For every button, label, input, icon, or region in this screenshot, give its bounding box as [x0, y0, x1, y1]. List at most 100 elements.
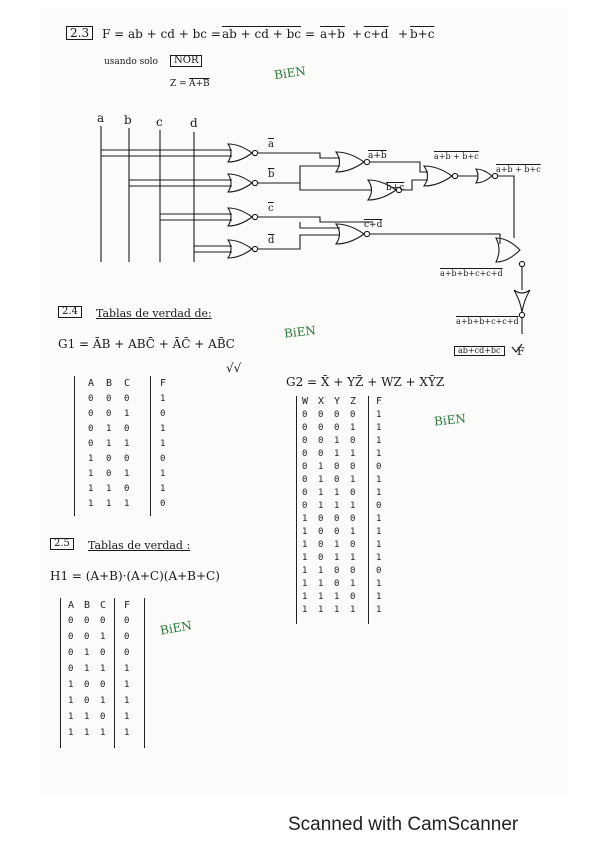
h1-cell-r5-c1: 0 [84, 696, 93, 706]
h1-cell-r5-c3: 1 [124, 696, 133, 706]
h1-cell-r6-c0: 1 [68, 712, 77, 722]
label-c-nor-d: c+d [364, 220, 383, 230]
g2-cell-r4-c4: 0 [376, 462, 385, 472]
nor-label: NOR [170, 55, 203, 67]
label-final-nor: a+b+b+c+c+d [440, 269, 503, 278]
g2-header-z: Z [350, 396, 360, 407]
h1-header-b: B [84, 600, 94, 611]
check-mark: √√ [226, 361, 242, 375]
g2-cell-r8-c4: 1 [376, 514, 385, 524]
g2-cell-r15-c0: 1 [302, 605, 311, 615]
g2-cell-r11-c4: 1 [376, 553, 385, 563]
g2-cell-r15-c1: 1 [318, 605, 327, 615]
h1-cell-r2-c3: 0 [124, 648, 133, 658]
g2-cell-r4-c0: 0 [302, 462, 311, 472]
g2-cell-r9-c3: 1 [350, 527, 359, 537]
exercise-2-5-number: 2.5 [50, 538, 74, 550]
g1-cell-r2-c1: 1 [106, 424, 115, 434]
g2-cell-r0-c2: 0 [334, 410, 343, 420]
g2-cell-r2-c2: 1 [334, 436, 343, 446]
g1-cell-r5-c3: 1 [160, 469, 169, 479]
g2-cell-r9-c2: 0 [334, 527, 343, 537]
g1-cell-r4-c0: 1 [88, 454, 97, 464]
h1-cell-r1-c1: 0 [84, 632, 93, 642]
h1-cell-r3-c3: 1 [124, 664, 133, 674]
input-c: c [156, 115, 163, 129]
g2-cell-r1-c3: 1 [350, 423, 359, 433]
h1-expression: H1 = (A+B)·(A+C)(A+B+C) [50, 569, 220, 583]
g2-cell-r2-c3: 0 [350, 436, 359, 446]
h1-cell-r0-c3: 0 [124, 616, 133, 626]
label-final-inverter: a+b+b+c+c+d [456, 317, 519, 326]
g2-cell-r2-c0: 0 [302, 436, 311, 446]
h1-header-c: C [100, 600, 110, 611]
g2-cell-r5-c0: 0 [302, 475, 311, 485]
g2-cell-r1-c0: 0 [302, 423, 311, 433]
g2-cell-r6-c1: 1 [318, 488, 327, 498]
g2-cell-r15-c4: 1 [376, 605, 385, 615]
g1-cell-r6-c0: 1 [88, 484, 97, 494]
h1-separator [114, 598, 116, 748]
h1-cell-r3-c0: 0 [68, 664, 77, 674]
h1-cell-r3-c2: 1 [100, 664, 109, 674]
h1-cell-r7-c3: 1 [124, 728, 133, 738]
g2-cell-r12-c0: 1 [302, 566, 311, 576]
h1-cell-r3-c1: 1 [84, 664, 93, 674]
g1-header-a: A [88, 378, 98, 389]
g2-cell-r14-c2: 1 [334, 592, 343, 602]
bien-mark-2: BiEN [283, 323, 317, 341]
g1-cell-r2-c3: 1 [160, 424, 169, 434]
g2-cell-r12-c4: 0 [376, 566, 385, 576]
g2-cell-r7-c4: 0 [376, 501, 385, 511]
label-inverted-third: a+b + b+c [496, 165, 541, 174]
g1-separator [150, 376, 152, 516]
g1-cell-r2-c0: 0 [88, 424, 97, 434]
g2-cell-r4-c3: 0 [350, 462, 359, 472]
bien-mark-3: BiEN [433, 411, 467, 429]
g1-cell-r1-c1: 0 [106, 409, 115, 419]
g1-cell-r3-c2: 1 [124, 439, 133, 449]
label-not-a: a [268, 139, 274, 150]
g1-cell-r5-c1: 0 [106, 469, 115, 479]
g2-cell-r11-c3: 1 [350, 553, 359, 563]
exercise-2-3-number: 2.3 [66, 26, 94, 40]
label-third-level: a+b + b+c [434, 152, 479, 161]
result-box: ab+cd+bc [454, 346, 505, 356]
h1-cell-r2-c1: 1 [84, 648, 93, 658]
g1-cell-r7-c0: 1 [88, 499, 97, 509]
h1-cell-r2-c0: 0 [68, 648, 77, 658]
g1-cell-r7-c1: 1 [106, 499, 115, 509]
h1-cell-r7-c0: 1 [68, 728, 77, 738]
h1-cell-r4-c1: 0 [84, 680, 93, 690]
h1-cell-r7-c2: 1 [100, 728, 109, 738]
h1-cell-r0-c2: 0 [100, 616, 109, 626]
g2-cell-r8-c3: 0 [350, 514, 359, 524]
g2-cell-r9-c4: 1 [376, 527, 385, 537]
g1-cell-r0-c0: 0 [88, 394, 97, 404]
g1-header-c: C [124, 378, 134, 389]
g2-cell-r13-c3: 1 [350, 579, 359, 589]
h1-cell-r5-c0: 1 [68, 696, 77, 706]
h1-cell-r4-c3: 1 [124, 680, 133, 690]
g2-cell-r11-c0: 1 [302, 553, 311, 563]
h1-cell-r1-c0: 0 [68, 632, 77, 642]
g2-cell-r12-c1: 1 [318, 566, 327, 576]
g2-cell-r1-c2: 0 [334, 423, 343, 433]
input-a: a [97, 111, 105, 125]
g2-cell-r10-c1: 0 [318, 540, 327, 550]
g2-cell-r6-c3: 0 [350, 488, 359, 498]
g1-cell-r7-c3: 0 [160, 499, 169, 509]
g1-cell-r0-c1: 0 [106, 394, 115, 404]
g2-header-f: F [376, 396, 386, 407]
g2-cell-r13-c2: 0 [334, 579, 343, 589]
g2-cell-r7-c2: 1 [334, 501, 343, 511]
label-a-nor-b: a+b [368, 151, 387, 161]
g1-cell-r3-c0: 0 [88, 439, 97, 449]
ex23-term-2a: a+b [320, 27, 345, 41]
g1-cell-r4-c2: 0 [124, 454, 133, 464]
g2-cell-r1-c4: 1 [376, 423, 385, 433]
g2-cell-r1-c1: 0 [318, 423, 327, 433]
